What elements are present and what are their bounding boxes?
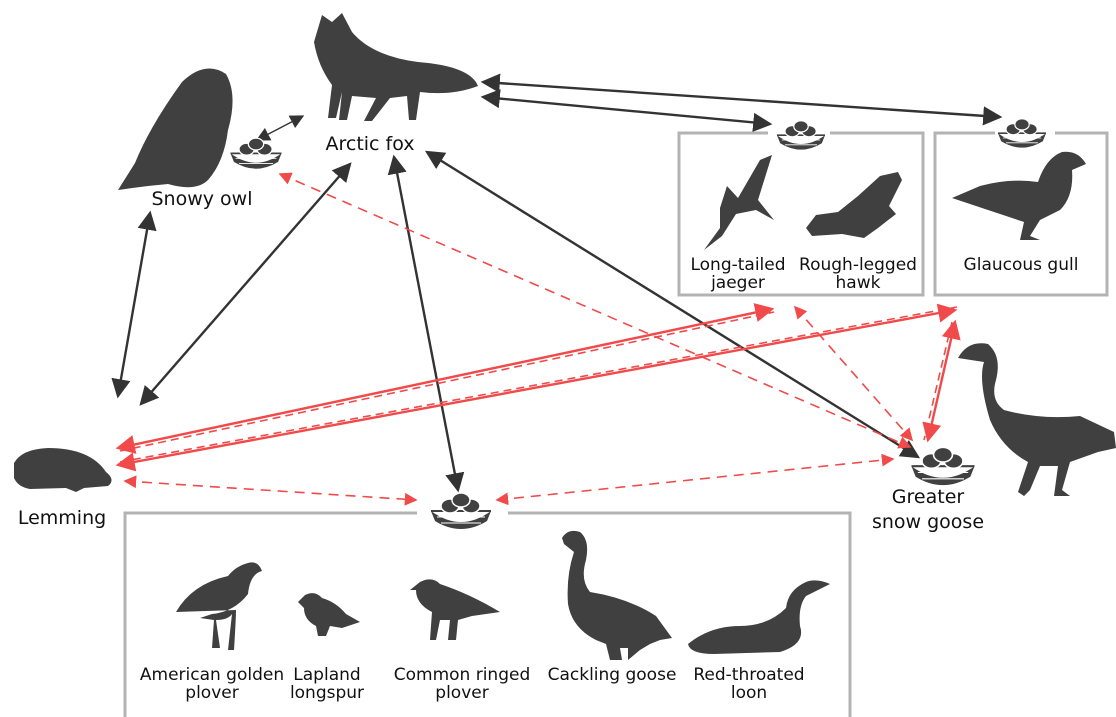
ringed-plover-label-line2: plover	[435, 683, 488, 703]
lemming-icon	[14, 448, 112, 492]
goose-icon	[562, 531, 672, 660]
jaeger-label-line1: Long-tailed	[690, 255, 785, 275]
jaeger-label-line2: jaeger	[710, 273, 765, 293]
nest-icon	[777, 121, 825, 150]
loon-icon	[688, 580, 830, 654]
gull-icon	[952, 152, 1086, 240]
goose-icon	[958, 343, 1116, 496]
ringed-plover-label-line1: Common ringed	[394, 665, 531, 685]
plover-icon	[410, 579, 500, 640]
nest-icon	[912, 447, 975, 485]
gull-label: Glaucous gull	[964, 255, 1079, 275]
lemming-label: Lemming	[18, 507, 106, 529]
cackling-goose-label: Cackling goose	[548, 665, 677, 685]
interaction-arrows-red	[118, 307, 957, 465]
loon-label-line2: loon	[731, 683, 767, 703]
snow-goose-label-line1: Greater	[892, 486, 965, 508]
plover-icon	[176, 562, 262, 650]
nest-icon	[998, 119, 1046, 148]
golden-plover-label-line2: plover	[185, 683, 238, 703]
golden-plover-label-line1: American golden	[140, 665, 284, 685]
snowy-owl-label: Snowy owl	[152, 188, 253, 210]
nest-icon	[231, 138, 282, 169]
arctic-fox-icon	[314, 13, 478, 121]
longspur-label-line2: longspur	[290, 683, 364, 703]
jaeger-icon	[704, 155, 774, 250]
hawk-label-line1: Rough-legged	[799, 255, 917, 275]
longspur-icon	[298, 593, 360, 636]
arctic-fox-label: Arctic fox	[325, 133, 414, 155]
loon-label-line1: Red-throated	[693, 665, 804, 685]
longspur-label-line1: Lapland	[293, 665, 360, 685]
snow-goose-label-line2: snow goose	[872, 511, 984, 533]
hawk-label-line2: hawk	[836, 273, 881, 293]
snowy-owl-icon	[118, 69, 233, 190]
hawk-icon	[806, 172, 902, 238]
interaction-arrows-red-dashed	[125, 174, 912, 500]
nest-icon	[431, 493, 491, 529]
